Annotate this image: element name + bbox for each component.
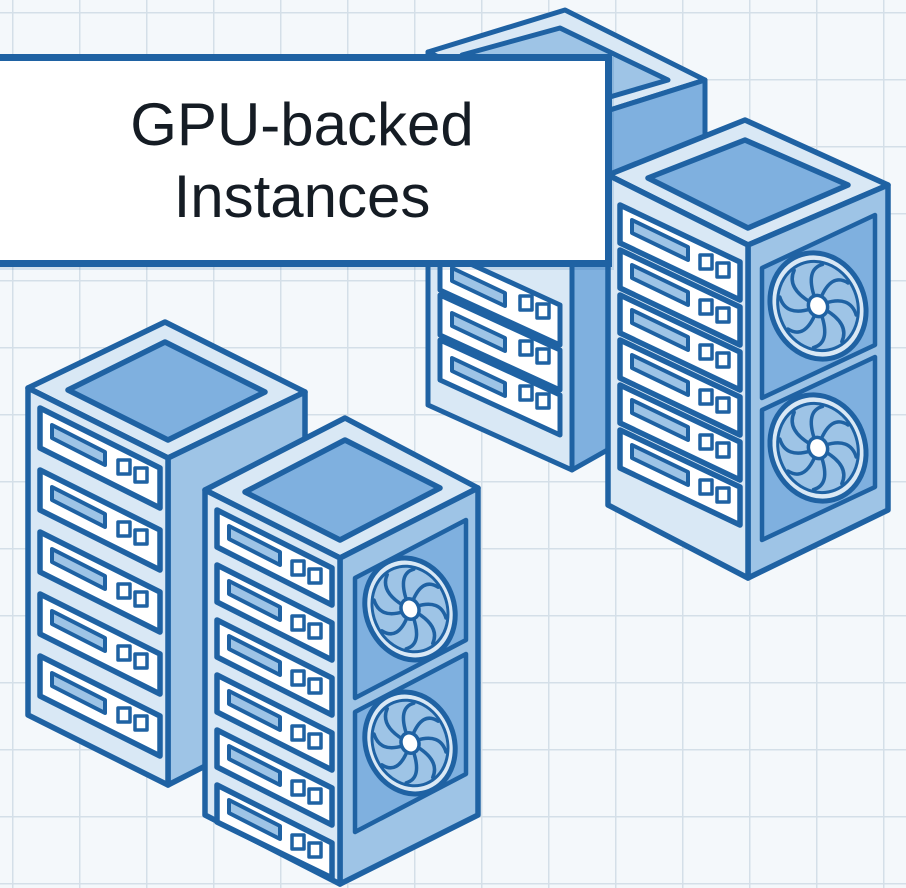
gpu-cooling-fans <box>362 250 869 797</box>
title-line-1: GPU-backed <box>130 90 474 158</box>
cooling-fan-icon <box>767 250 869 362</box>
cooling-fan-icon <box>767 392 869 504</box>
title-label-box: GPU-backed Instances <box>0 54 612 267</box>
title-line-2: Instances <box>173 162 431 230</box>
cooling-fan-icon <box>362 689 458 797</box>
cooling-fan-icon <box>362 555 458 663</box>
